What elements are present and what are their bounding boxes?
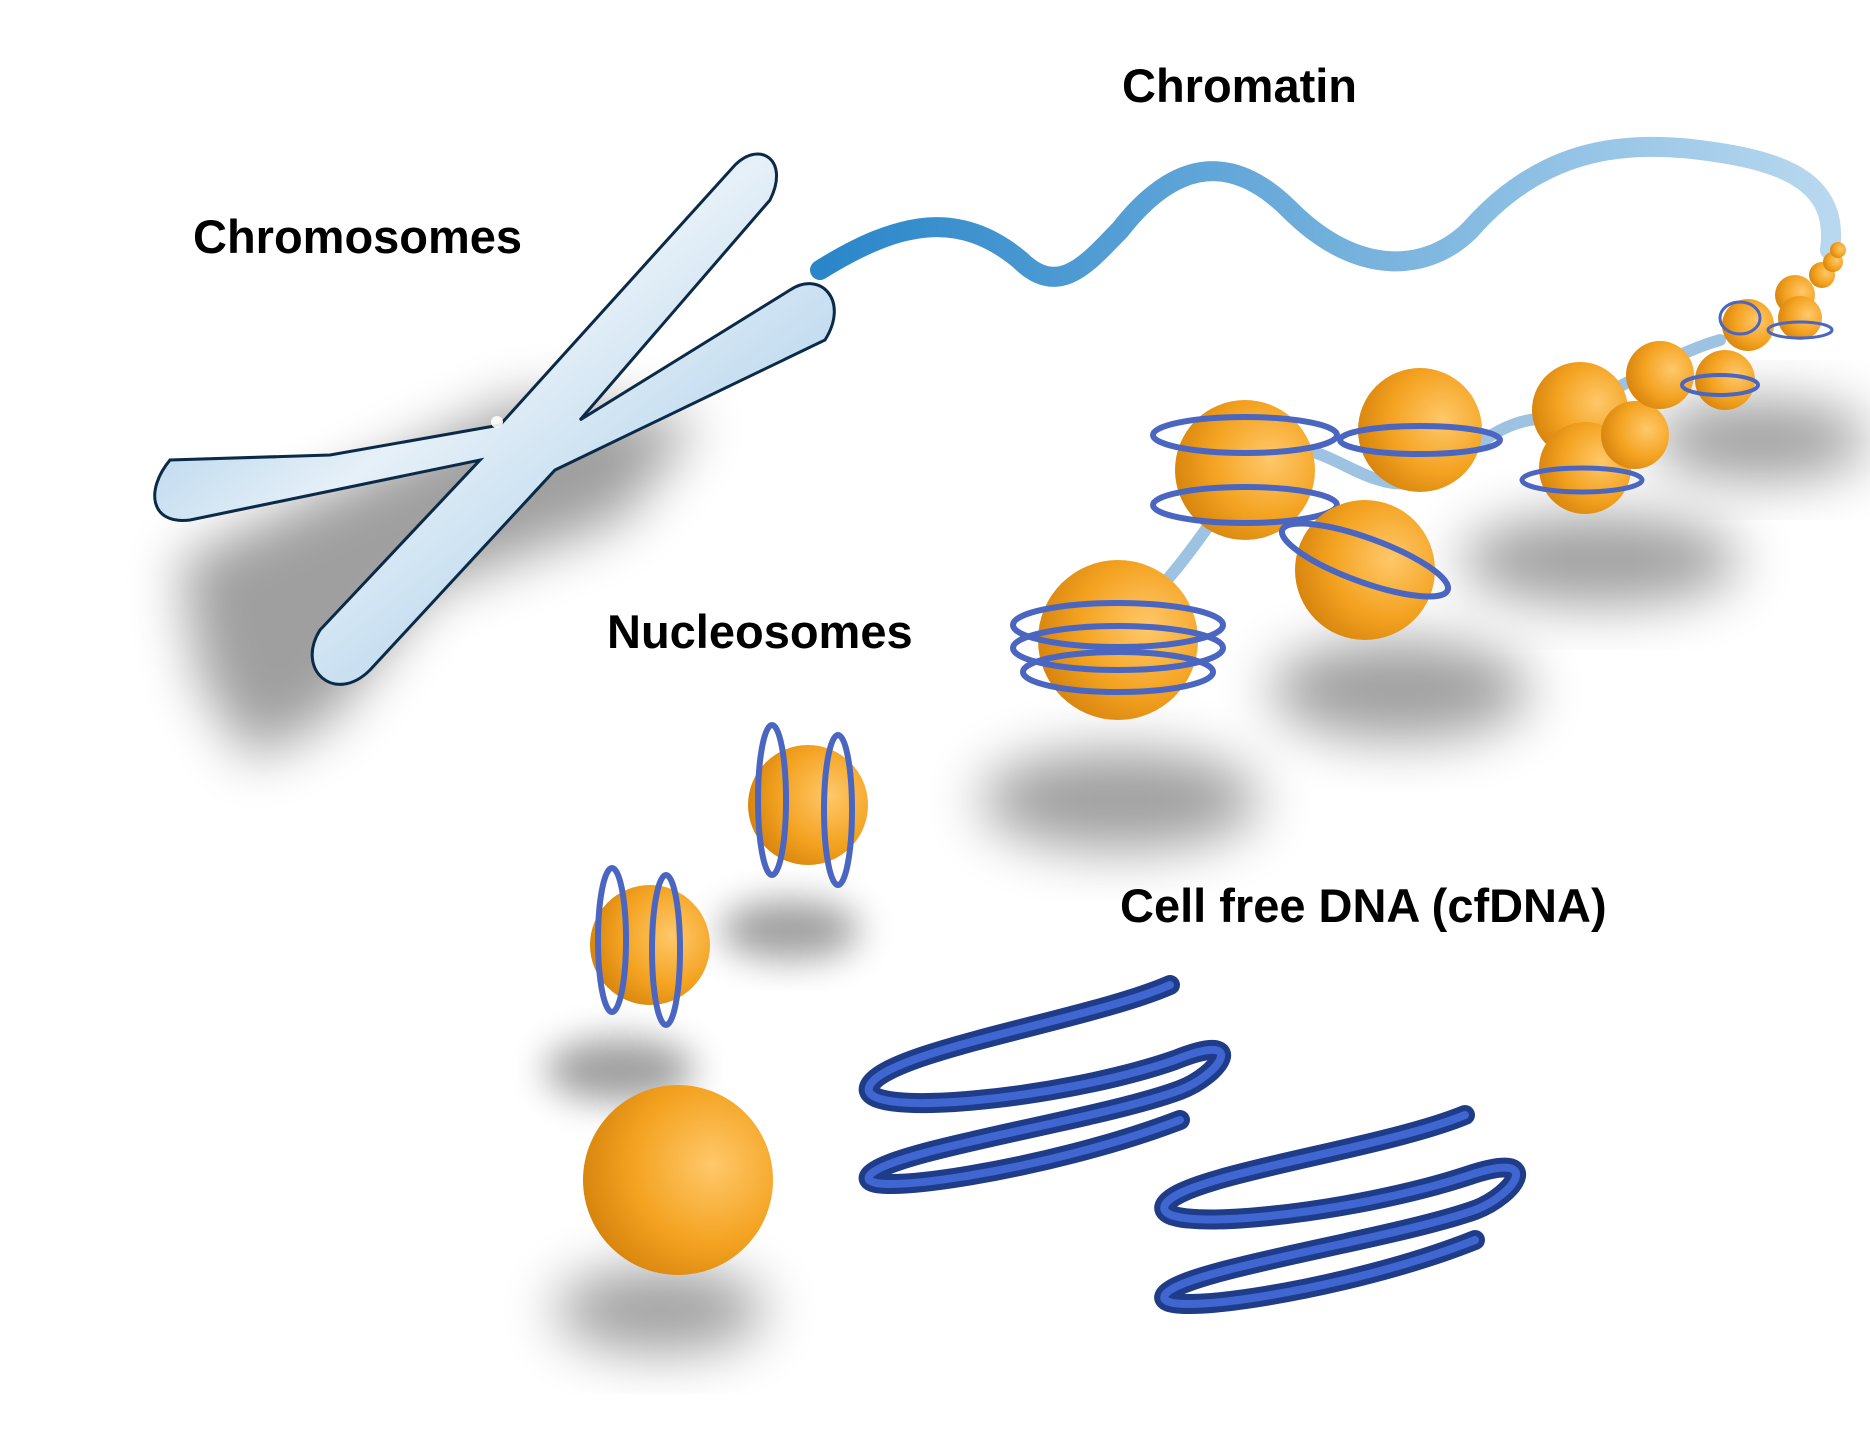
histone-sphere-icon <box>1601 341 1694 469</box>
nucleosome-chain <box>1010 242 1846 720</box>
histone-sphere-icon <box>748 722 868 888</box>
cfdna-label: Cell free DNA (cfDNA) <box>1120 879 1607 932</box>
histone-sphere-icon <box>1150 400 1340 540</box>
histone-sphere-icon <box>1337 368 1503 492</box>
histone-sphere-icon <box>1278 500 1452 640</box>
dna-helix-icon <box>1154 1105 1526 1314</box>
histone-sphere-icon <box>590 865 710 1028</box>
chromatin-label: Chromatin <box>1122 59 1357 112</box>
histone-sphere-icon <box>1766 275 1834 340</box>
dna-helix-icon <box>858 975 1231 1194</box>
nucleosomes-label: Nucleosomes <box>607 605 913 658</box>
histone-sphere-icon <box>1809 242 1846 288</box>
histone-sphere-icon <box>1680 350 1760 410</box>
chromatin-fiber <box>810 136 1842 287</box>
histone-sphere-icon <box>1718 299 1774 351</box>
histone-sphere-icon <box>583 1085 773 1275</box>
free-nucleosomes <box>583 722 868 1275</box>
histone-sphere-icon <box>1010 560 1226 720</box>
chromosomes-label: Chromosomes <box>193 210 523 263</box>
chromosome-icon <box>153 152 836 686</box>
